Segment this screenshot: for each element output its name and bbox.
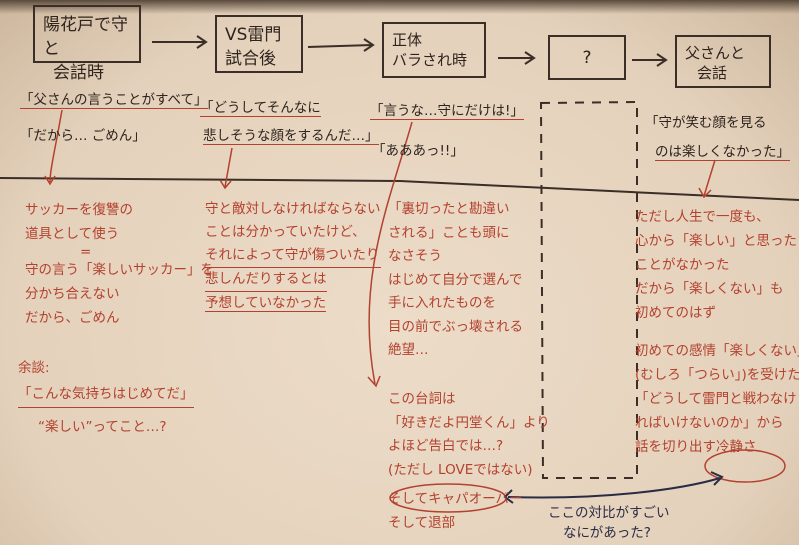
note-line: 絶望… (388, 342, 429, 358)
note-line: 話を切り出す冷静さ (635, 439, 757, 455)
flow-box-identity-revealed: 正体 バラされ時 (382, 22, 486, 78)
note-line: 余談: (18, 360, 50, 376)
note-line: 守と敵対しなければならない (205, 201, 381, 217)
note-line: それによって守が傷ついたり (205, 244, 381, 268)
note-line: される」ことも頭に (388, 224, 510, 241)
contrast-arrow (503, 471, 724, 504)
note-line: この台詞は (388, 391, 456, 407)
note-line: だから、ごめん (25, 310, 120, 326)
flow-box-text: 会話時 (53, 63, 104, 83)
note-line: 「どうして雷門と戦わなけ (635, 391, 797, 407)
dashed-box (539, 100, 638, 479)
quote: 「父さんの言うことがすべて」 (20, 92, 208, 109)
flow-box-text: ? (582, 48, 592, 68)
flow-box-talk-father: 父さんと 会話 (675, 35, 771, 88)
flow-box-text: 父さんと (685, 44, 746, 62)
note-col2: 守と敵対しなければならない ことは分かっていたけど、 それによって守が傷ついたり… (205, 198, 381, 315)
note-line: なさそう (388, 248, 442, 264)
note-line: ただし人生で一度も、 (635, 209, 770, 225)
contrast-note: ここの対比がすごい なにがあった? (548, 503, 670, 543)
note-line: “楽しい”ってこと…? (38, 419, 167, 435)
flow-box-text: 試合後 (225, 49, 276, 69)
pointer-3 (367, 121, 413, 388)
quote: 「どうしてそんなに (200, 100, 321, 117)
note-line: 予想していなかった (205, 295, 327, 312)
note-line: ここの対比がすごい (548, 505, 670, 521)
pointer-5 (698, 159, 716, 199)
note-line: そしてキャパオーバー (388, 491, 523, 507)
note-line: そして退部 (388, 514, 456, 531)
note-line: (むしろ「つらい」)を受けため (635, 367, 799, 383)
note-line: = (80, 244, 92, 260)
quote: 悲しそうな顔をするんだ…」 (203, 128, 379, 145)
note-line: 手に入れたものを (388, 295, 496, 311)
note-line: 道具として使う (25, 226, 120, 242)
flow-box-vs-raimon: VS雷門 試合後 (215, 15, 303, 73)
photo-shadow (0, 0, 799, 14)
note-line: 「裏切ったと勘違い (388, 201, 510, 217)
note-line: サッカーを復讐の (25, 202, 133, 218)
pointer-1 (44, 109, 63, 186)
quote: 「あああっ!!」 (372, 143, 464, 159)
flow-box-yokato: 陽花戸で守と 会話時 (33, 5, 141, 83)
quote: 「だから… ごめん」 (20, 128, 146, 144)
note-line: 守の言う「楽しいサッカー」を (25, 262, 214, 278)
note-line: (ただし LOVEではない) (388, 461, 533, 478)
note-line: 目の前でぶっ壊される (388, 318, 523, 335)
note-line: 分かち合えない (25, 286, 120, 302)
note-col5: ただし人生で一度も、 心から「楽しい」と思った ことがなかった だから「楽しくな… (635, 205, 799, 459)
note-line: ことは分かっていたけど、 (205, 224, 366, 240)
circle-calm (704, 449, 786, 483)
note-line: 「こんな気持ちはじめてだ」 (18, 381, 194, 408)
flow-box-text: 正体 (392, 31, 423, 49)
flow-box-text: VS雷門 (225, 25, 282, 45)
note-line: よほど告白では…? (388, 438, 504, 454)
note-line: 初めてのはず (635, 305, 716, 321)
note-line: 悲しんだりするとは (205, 268, 327, 292)
pointer-2 (219, 147, 233, 190)
divider-line (0, 177, 799, 201)
quote: 「守が笑む顔を見る (645, 115, 767, 131)
note-col3-lower: この台詞は 「好きだよ円堂くん」より よほど告白では…? (ただし LOVEでは… (388, 388, 550, 535)
note-line: ことがなかった (635, 257, 730, 273)
quote: 「言うな…守にだけは!」 (370, 103, 524, 120)
note-line: だから「楽しくない」も (635, 281, 784, 297)
flow-box-text: 陽花戸で守と (43, 15, 128, 59)
flow-arrow-4 (632, 53, 668, 67)
note-line: 「好きだよ円堂くん」より (388, 414, 550, 431)
flow-arrow-2 (307, 38, 375, 52)
note-aside: 余談: 「こんな気持ちはじめてだ」 “楽しい”ってこと…? (18, 355, 194, 440)
note-col3: 「裏切ったと勘違い される」ことも頭に なさそう はじめて自分で選んで 手に入れ… (388, 198, 523, 363)
flow-box-text: バラされ時 (392, 51, 468, 69)
note-line: 心から「楽しい」と思った (635, 233, 797, 249)
flow-box-unknown: ? (548, 35, 626, 80)
note-line: 初めての感情「楽しくない」 (635, 343, 799, 359)
flow-arrow-1 (152, 35, 208, 49)
quote: のは楽しくなかった」 (655, 144, 790, 161)
note-line: なにがあった? (563, 525, 651, 541)
note-line: はじめて自分で選んで (388, 271, 523, 288)
flow-box-text: 会話 (697, 64, 728, 82)
flow-arrow-3 (498, 51, 536, 65)
note-line: ればいけないのか」から (635, 415, 784, 431)
note-col1: サッカーを復讐の 道具として使う = 守の言う「楽しいサッカー」を 分かち合えな… (25, 198, 214, 330)
